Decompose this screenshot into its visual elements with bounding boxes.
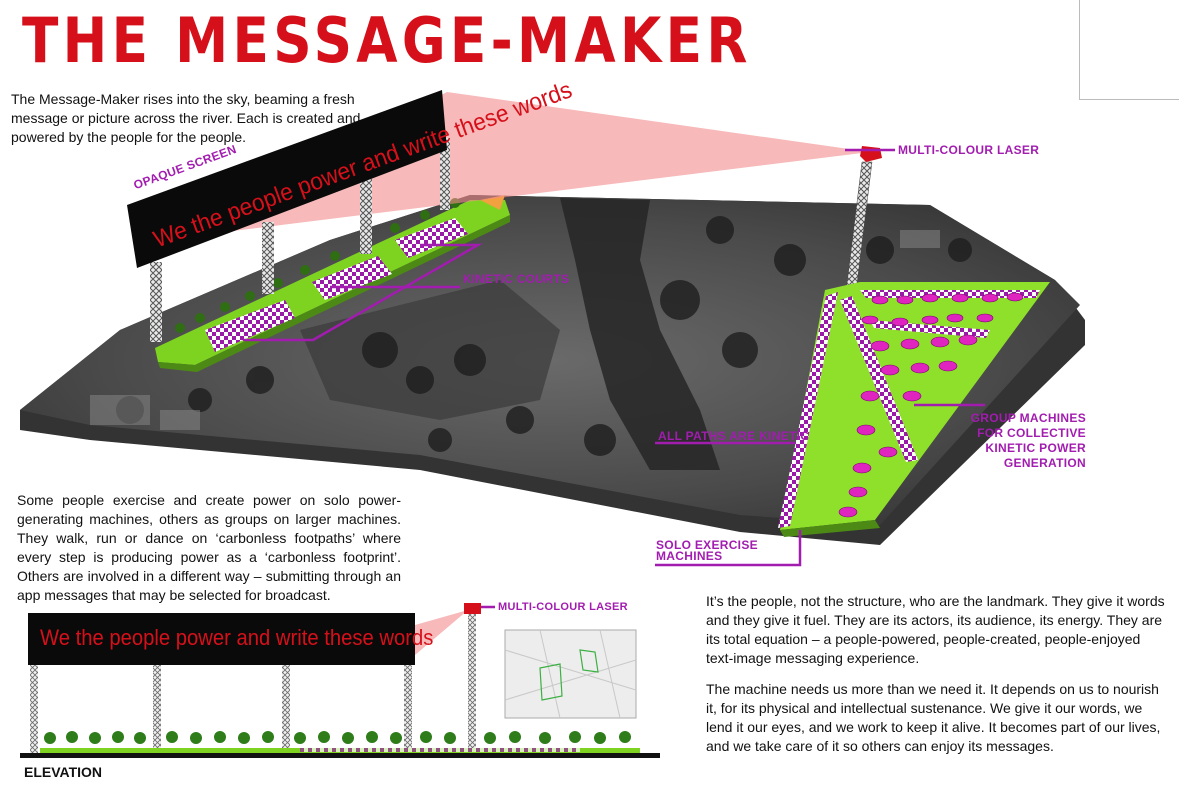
- screen-columns: [150, 138, 450, 342]
- label-laser-elevation: MULTI-COLOUR LASER: [498, 601, 628, 613]
- body-paragraph-left: Some people exercise and create power on…: [17, 492, 401, 603]
- elevation-screen-message: We the people power and write these word…: [40, 625, 434, 650]
- label-group-machines-line: GROUP MACHINES: [970, 411, 1086, 425]
- elevation-label: ELEVATION: [24, 764, 103, 780]
- label-laser-top: MULTI-COLOUR LASER: [898, 143, 1040, 157]
- label-group-machines: GROUP MACHINES FOR COLLECTIVE KINETIC PO…: [970, 411, 1086, 471]
- page-title: THE MESSAGE-MAKER: [22, 4, 752, 77]
- laser-beam: [160, 92, 870, 240]
- elevation-drawing: [20, 603, 660, 758]
- kinetic-courts-strip: [155, 195, 510, 372]
- label-group-machines-line: GENERATION: [1003, 456, 1086, 470]
- elevation-screen: [28, 613, 415, 665]
- label-solo-machines-line: MACHINES: [656, 549, 723, 563]
- label-group-machines-line: FOR COLLECTIVE: [977, 426, 1086, 440]
- label-kinetic-courts: KINETIC COURTS: [463, 272, 570, 286]
- leader-lines: [243, 148, 985, 609]
- body-paragraph-right-2: The machine needs us more than we need i…: [706, 681, 1161, 754]
- label-solo-machines-line: SOLO EXERCISE: [656, 538, 758, 552]
- elevation-laser-icon: [464, 603, 481, 614]
- group-machine-disks: [838, 292, 1024, 518]
- corner-frame: [1079, 0, 1179, 100]
- opaque-screen: [127, 90, 447, 268]
- intro-paragraph: The Message-Maker rises into the sky, be…: [11, 91, 361, 145]
- label-solo-machines: SOLO EXERCISE MACHINES: [656, 538, 758, 563]
- label-group-machines-line: KINETIC POWER: [985, 441, 1086, 455]
- site-map-inset: [504, 629, 637, 719]
- label-all-paths: ALL PATHS ARE KINETIC: [658, 429, 810, 443]
- body-paragraph-right-1: It’s the people, not the structure, who …: [706, 593, 1165, 666]
- laser-projector-icon: [860, 146, 882, 162]
